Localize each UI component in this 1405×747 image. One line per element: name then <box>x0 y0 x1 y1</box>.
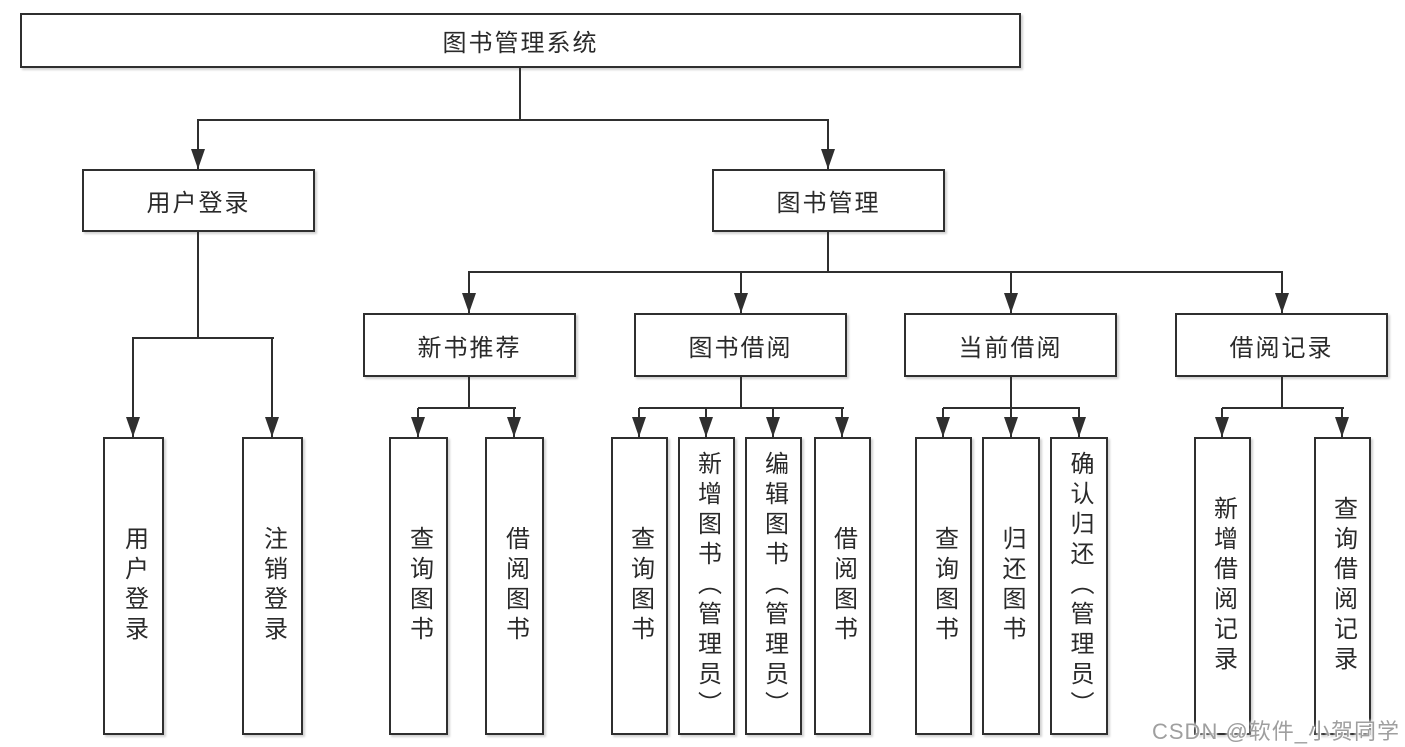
node-label: 图书管理系统 <box>442 30 599 57</box>
connector-line <box>1281 377 1283 408</box>
connector-line <box>1281 272 1283 313</box>
leaf-add-book-admin: 新增图书（管理员） <box>678 437 735 735</box>
node-label: 借阅图书 <box>501 526 529 646</box>
connector-line <box>468 271 1283 273</box>
node-label: 查询图书 <box>930 526 958 646</box>
node-library-system: 图书管理系统 <box>20 13 1021 68</box>
connector-line <box>827 120 829 169</box>
node-label: 查询图书 <box>405 526 433 646</box>
arrow-down-icon <box>507 417 521 437</box>
leaf-query-borrow-record: 查询借阅记录 <box>1314 437 1371 735</box>
connector-line <box>418 407 516 409</box>
connector-line <box>197 119 829 121</box>
node-label: 归还图书 <box>998 526 1025 646</box>
leaf-query-books-recommend: 查询图书 <box>389 437 448 735</box>
arrow-down-icon <box>699 417 713 437</box>
node-label: 图书管理 <box>776 190 881 217</box>
node-label: 用户登录 <box>120 526 148 646</box>
connector-line <box>639 407 844 409</box>
arrow-down-icon <box>835 417 849 437</box>
node-current-borrowing: 当前借阅 <box>904 313 1117 377</box>
arrow-down-icon <box>1335 417 1349 437</box>
connector-line <box>271 338 273 437</box>
csdn-watermark: CSDN @软件_小贺同学 <box>1152 719 1401 744</box>
node-user-login: 用户登录 <box>82 169 315 232</box>
leaf-query-books-current: 查询图书 <box>915 437 972 735</box>
arrow-down-icon <box>1275 293 1289 313</box>
connector-line <box>827 232 829 272</box>
node-label: 借阅图书 <box>829 526 857 646</box>
leaf-user-login: 用户登录 <box>103 437 164 735</box>
node-label: 查询图书 <box>626 526 654 646</box>
leaf-return-books: 归还图书 <box>982 437 1040 735</box>
connector-line <box>468 272 470 313</box>
leaf-add-borrow-record: 新增借阅记录 <box>1194 437 1251 735</box>
arrow-down-icon <box>1004 293 1018 313</box>
node-label: 用户登录 <box>146 190 251 217</box>
leaf-borrow-books-borrowing: 借阅图书 <box>814 437 871 735</box>
arrow-down-icon <box>632 417 646 437</box>
connector-line <box>197 120 199 169</box>
connector-line <box>1010 377 1012 408</box>
node-label: 借阅记录 <box>1229 334 1334 362</box>
arrow-down-icon <box>1215 417 1229 437</box>
node-new-book-recommend: 新书推荐 <box>363 313 576 377</box>
node-label: 新增借阅记录 <box>1209 496 1237 676</box>
arrow-down-icon <box>411 417 425 437</box>
arrow-down-icon <box>191 149 205 169</box>
arrow-down-icon <box>734 293 748 313</box>
arrow-down-icon <box>821 149 835 169</box>
connector-line <box>197 232 199 338</box>
arrow-down-icon <box>265 417 279 437</box>
leaf-borrow-books-recommend: 借阅图书 <box>485 437 544 735</box>
node-label: 当前借阅 <box>958 334 1063 362</box>
arrow-down-icon <box>1004 417 1018 437</box>
arrow-down-icon <box>126 417 140 437</box>
arrow-down-icon <box>462 293 476 313</box>
node-label: 新书推荐 <box>417 334 522 362</box>
node-label: 新增图书（管理员） <box>693 451 721 721</box>
leaf-edit-book-admin: 编辑图书（管理员） <box>745 437 802 735</box>
connector-line <box>1010 272 1012 313</box>
connector-line <box>132 338 134 437</box>
arrow-down-icon <box>936 417 950 437</box>
leaf-confirm-return-admin: 确认归还（管理员） <box>1050 437 1108 735</box>
arrow-down-icon <box>766 417 780 437</box>
connector-line <box>740 272 742 313</box>
node-borrowing-records: 借阅记录 <box>1175 313 1388 377</box>
connector-line <box>468 377 470 408</box>
connector-line <box>132 337 274 339</box>
node-label: 注销登录 <box>259 526 287 646</box>
node-label: 图书借阅 <box>688 334 793 362</box>
leaf-logout-login: 注销登录 <box>242 437 303 735</box>
connector-line <box>519 68 521 120</box>
leaf-query-books-borrowing: 查询图书 <box>611 437 668 735</box>
connector-line <box>740 377 742 408</box>
node-label: 查询借阅记录 <box>1329 496 1357 676</box>
node-label: 确认归还（管理员） <box>1066 451 1093 721</box>
node-book-borrowing: 图书借阅 <box>634 313 847 377</box>
arrow-down-icon <box>1072 417 1086 437</box>
node-label: 编辑图书（管理员） <box>760 451 788 721</box>
connector-line <box>1222 407 1344 409</box>
node-book-management: 图书管理 <box>712 169 945 232</box>
